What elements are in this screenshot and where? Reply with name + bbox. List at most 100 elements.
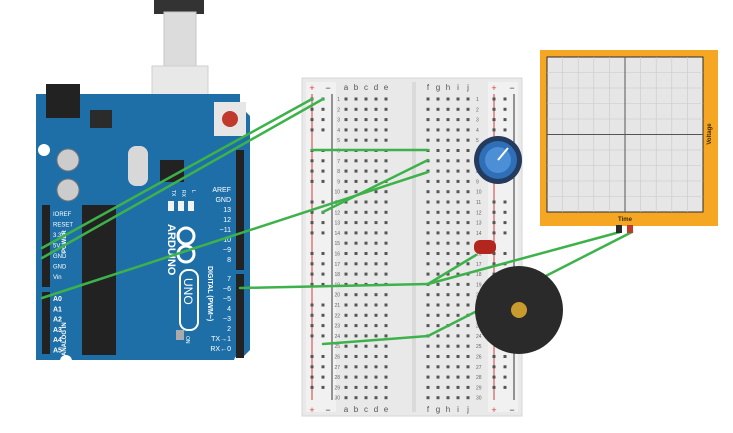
rail-hole[interactable] (310, 179, 314, 183)
breadboard-hole[interactable] (354, 118, 358, 122)
breadboard-hole[interactable] (466, 396, 470, 400)
breadboard-hole[interactable] (446, 169, 450, 173)
breadboard-hole[interactable] (436, 97, 440, 101)
rail-hole[interactable] (321, 252, 325, 255)
breadboard-hole[interactable] (426, 107, 430, 111)
breadboard-hole[interactable] (364, 365, 368, 369)
rail-hole[interactable] (503, 210, 507, 214)
breadboard-hole[interactable] (354, 293, 358, 297)
breadboard-hole[interactable] (436, 149, 440, 152)
rail-hole[interactable] (503, 385, 507, 389)
breadboard-hole[interactable] (436, 293, 440, 297)
breadboard-hole[interactable] (374, 396, 378, 400)
breadboard-hole[interactable] (456, 324, 460, 328)
rail-hole[interactable] (310, 252, 314, 255)
rail-hole[interactable] (321, 262, 325, 266)
rail-hole[interactable] (321, 324, 325, 328)
breadboard-hole[interactable] (466, 97, 470, 101)
rail-hole[interactable] (503, 97, 507, 101)
breadboard-hole[interactable] (344, 385, 348, 389)
rail-hole[interactable] (321, 169, 325, 173)
breadboard-hole[interactable] (466, 334, 470, 338)
breadboard-hole[interactable] (456, 190, 460, 194)
breadboard-hole[interactable] (374, 159, 378, 163)
rail-hole[interactable] (321, 272, 325, 276)
breadboard-hole[interactable] (354, 313, 358, 317)
breadboard-hole[interactable] (436, 396, 440, 400)
rail-hole[interactable] (492, 210, 496, 214)
rail-hole[interactable] (310, 385, 314, 389)
breadboard-hole[interactable] (446, 385, 450, 389)
breadboard-hole[interactable] (344, 252, 348, 255)
breadboard-hole[interactable] (436, 344, 440, 348)
breadboard-hole[interactable] (344, 313, 348, 317)
breadboard-hole[interactable] (466, 138, 470, 142)
breadboard-hole[interactable] (426, 231, 430, 235)
breadboard-hole[interactable] (456, 313, 460, 317)
breadboard-hole[interactable] (364, 293, 368, 297)
breadboard-hole[interactable] (456, 241, 460, 245)
breadboard-hole[interactable] (456, 282, 460, 286)
breadboard-hole[interactable] (446, 107, 450, 111)
piezo-buzzer[interactable] (475, 266, 563, 354)
breadboard-hole[interactable] (426, 344, 430, 348)
breadboard-hole[interactable] (436, 375, 440, 379)
breadboard-hole[interactable] (374, 138, 378, 142)
breadboard-hole[interactable] (456, 179, 460, 183)
rail-hole[interactable] (492, 375, 496, 379)
breadboard-hole[interactable] (374, 355, 378, 358)
breadboard-hole[interactable] (384, 159, 388, 163)
breadboard-hole[interactable] (436, 262, 440, 266)
breadboard-hole[interactable] (446, 200, 450, 204)
breadboard-hole[interactable] (466, 293, 470, 297)
breadboard-hole[interactable] (384, 138, 388, 142)
breadboard-hole[interactable] (364, 334, 368, 338)
breadboard-hole[interactable] (456, 138, 460, 142)
breadboard-hole[interactable] (354, 324, 358, 328)
rail-hole[interactable] (503, 375, 507, 379)
breadboard-hole[interactable] (384, 200, 388, 204)
rail-hole[interactable] (310, 107, 314, 111)
breadboard-hole[interactable] (426, 241, 430, 245)
breadboard-hole[interactable] (384, 396, 388, 400)
breadboard-hole[interactable] (364, 272, 368, 276)
breadboard-hole[interactable] (354, 375, 358, 379)
breadboard-hole[interactable] (466, 385, 470, 389)
breadboard-hole[interactable] (466, 231, 470, 235)
breadboard-hole[interactable] (354, 334, 358, 338)
rail-hole[interactable] (492, 385, 496, 389)
breadboard-hole[interactable] (456, 210, 460, 214)
rail-hole[interactable] (492, 118, 496, 122)
breadboard-hole[interactable] (354, 169, 358, 173)
breadboard-hole[interactable] (344, 118, 348, 122)
rail-hole[interactable] (492, 252, 496, 255)
breadboard-hole[interactable] (456, 303, 460, 307)
breadboard-hole[interactable] (384, 355, 388, 358)
rail-hole[interactable] (492, 107, 496, 111)
breadboard-hole[interactable] (344, 221, 348, 225)
potentiometer[interactable] (474, 136, 522, 184)
breadboard-hole[interactable] (354, 128, 358, 132)
rail-hole[interactable] (321, 282, 325, 286)
wire-gnd[interactable] (40, 97, 325, 260)
breadboard-hole[interactable] (374, 107, 378, 111)
rail-hole[interactable] (321, 365, 325, 369)
breadboard-hole[interactable] (374, 252, 378, 255)
breadboard-hole[interactable] (374, 303, 378, 307)
breadboard-hole[interactable] (446, 396, 450, 400)
rail-hole[interactable] (492, 355, 496, 358)
wire-pot-gnd[interactable] (321, 158, 430, 214)
breadboard-hole[interactable] (446, 210, 450, 214)
breadboard-hole[interactable] (446, 313, 450, 317)
breadboard-hole[interactable] (384, 303, 388, 307)
breadboard-hole[interactable] (364, 303, 368, 307)
rail-hole[interactable] (310, 128, 314, 132)
breadboard-hole[interactable] (354, 210, 358, 214)
breadboard-hole[interactable] (374, 221, 378, 225)
breadboard-hole[interactable] (426, 262, 430, 266)
breadboard-hole[interactable] (374, 272, 378, 276)
breadboard-hole[interactable] (466, 190, 470, 194)
rail-hole[interactable] (310, 355, 314, 358)
breadboard-hole[interactable] (466, 128, 470, 132)
rail-hole[interactable] (310, 272, 314, 276)
